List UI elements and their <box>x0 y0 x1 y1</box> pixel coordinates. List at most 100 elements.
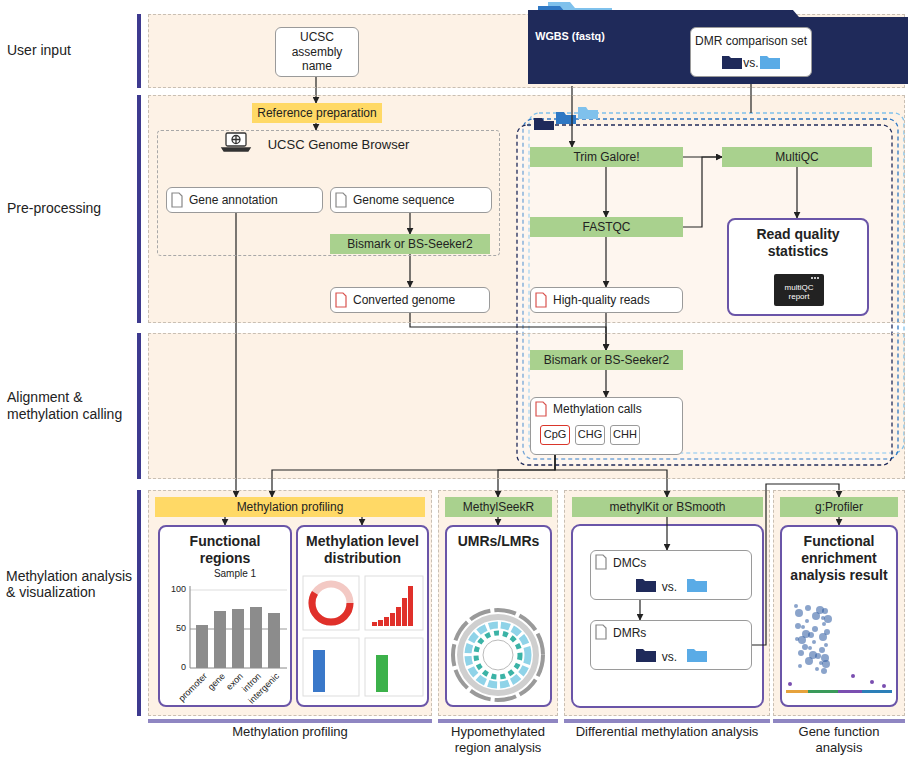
distribution-thumbnails <box>384 617 389 626</box>
enrichment-dot <box>882 684 886 688</box>
flow-arrow <box>410 313 606 350</box>
context-box: CpG <box>540 425 570 445</box>
node-label: Trim Galore! <box>530 150 683 164</box>
node-label: Functional enrichment analysis result <box>786 533 892 583</box>
flow-arrow <box>361 517 362 525</box>
enrichment-dot <box>815 653 821 659</box>
flow-arrow <box>497 517 498 525</box>
axis-tick: 50 <box>160 623 186 633</box>
enrichment-dot <box>805 619 809 623</box>
enrichment-dot <box>808 646 812 650</box>
distribution-thumbnails <box>303 638 359 696</box>
node-label: DMRs <box>613 626 748 640</box>
distribution-thumbnails <box>303 576 423 696</box>
laptop-icon <box>226 133 246 146</box>
tool-box: g:Profiler <box>780 497 898 517</box>
chart-title: Sample 1 <box>205 568 265 580</box>
distribution-thumbnails <box>303 576 359 630</box>
distribution-thumbnails <box>312 584 350 622</box>
tool-box: methylKit or BSmooth <box>572 497 763 517</box>
tool-box: Trim Galore! <box>530 147 683 167</box>
bottom-bar <box>148 719 432 723</box>
band-fill <box>564 490 770 716</box>
stage-label: Methylation analysis & visualization <box>6 568 134 600</box>
laptop-icon <box>222 133 250 151</box>
doc-icon <box>596 555 606 569</box>
side-bar <box>137 14 141 716</box>
enrichment-dot <box>812 640 816 644</box>
flow-arrow <box>409 254 410 287</box>
bar-chart <box>190 586 191 668</box>
node-label: Read quality statistics <box>733 226 863 260</box>
doc-icon <box>336 193 346 207</box>
node-label: methylKit or BSmooth <box>572 500 763 514</box>
node-label: Differential methylation analysis <box>565 724 769 740</box>
folder-icon <box>687 649 707 662</box>
node-label: g:Profiler <box>780 500 898 514</box>
enrichment-dot <box>798 636 806 644</box>
folder-icon <box>687 579 707 592</box>
node-label: Gene annotation <box>189 193 319 207</box>
distribution-thumbnails <box>365 638 423 696</box>
distribution-thumbnails <box>408 586 413 626</box>
laptop-icon <box>222 148 250 151</box>
distribution-thumbnails <box>312 584 350 622</box>
band-fill <box>773 490 905 716</box>
context-box: CHG <box>575 425 605 445</box>
doc-icon <box>336 293 346 307</box>
sample-stack <box>517 125 892 465</box>
distribution-thumbnails <box>390 613 395 626</box>
flow-arrow <box>666 517 667 550</box>
band-fill <box>438 490 558 716</box>
distribution-thumbnails <box>372 622 377 626</box>
axis-tick: 0 <box>160 662 186 672</box>
circos-plot <box>453 610 543 700</box>
band-fill <box>148 14 905 716</box>
laptop-icon <box>232 136 240 144</box>
enrichment-dot <box>851 674 855 678</box>
node-label: WGBS (fastq) <box>528 30 612 43</box>
node-label: MethylSeekR <box>445 500 552 514</box>
enrichment-dot <box>802 630 810 638</box>
doc-icon <box>536 402 546 416</box>
flow-arrow <box>409 213 410 234</box>
node-label: Gene function analysis <box>774 724 904 755</box>
stack-folder <box>578 107 598 119</box>
flow-arrow <box>796 167 797 218</box>
flow-arrow <box>605 370 606 397</box>
flow-arrow <box>838 517 839 525</box>
flow-arrow <box>605 167 606 217</box>
node-label: Pre-processing <box>7 96 135 322</box>
node-label: CHH <box>611 428 639 441</box>
side-bar <box>137 490 141 716</box>
tool-box: FASTQC <box>530 217 683 237</box>
enrichment-scatter <box>838 690 862 693</box>
input-box: UCSC assembly name <box>275 27 359 77</box>
enrichment-dot <box>824 643 828 647</box>
flow-arrow <box>315 123 316 130</box>
stack-folder <box>534 118 554 130</box>
enrichment-dot <box>805 605 811 611</box>
analysis-panel: Hypomethylated region analysisMethylSeek… <box>438 490 558 716</box>
analysis-panel: Differential methylation analysismethylK… <box>564 490 770 716</box>
enrichment-dot <box>821 654 829 662</box>
node-label: UCSC Genome Browser <box>158 137 499 153</box>
enrichment-dot <box>798 664 802 668</box>
node-label: FASTQC <box>530 220 683 234</box>
node-note: vs. <box>591 650 748 664</box>
node-label: Methylation profiling <box>149 724 431 740</box>
bar-chart <box>268 613 280 668</box>
folder-icon <box>636 56 780 662</box>
flow-arrow <box>683 157 722 227</box>
stage-band: Pre-processingReference preparationUCSC … <box>148 95 905 323</box>
node-label: Alignment & methylation calling <box>7 334 135 478</box>
node-label: Hypomethylated region analysis <box>439 724 557 755</box>
stage-band: Alignment & methylation callingBismark o… <box>148 333 905 479</box>
file-box: High-quality reads <box>530 287 683 313</box>
enrichment-dot <box>812 626 818 632</box>
bar-chart <box>190 668 287 669</box>
bar-chart <box>190 629 287 630</box>
enrichment-scatter <box>786 604 892 693</box>
data-folder: WGBS (fastq) <box>528 10 612 86</box>
